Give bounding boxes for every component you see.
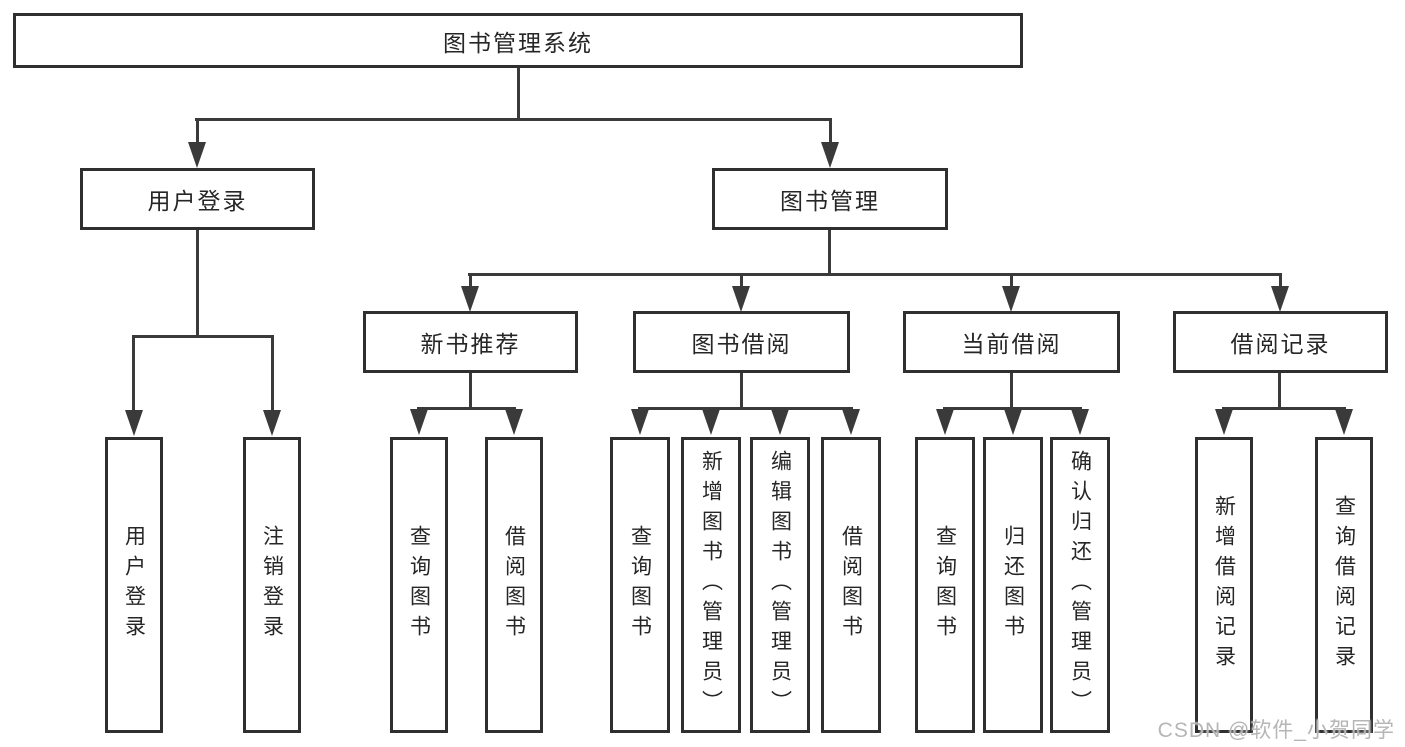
connector-line	[196, 118, 199, 146]
leaf-box-query-books-borrowing: 查询图书	[610, 437, 670, 733]
level3-box-borrowing-records: 借阅记录	[1173, 311, 1388, 373]
level3-label: 新书推荐	[420, 331, 521, 357]
arrow-down-icon	[1004, 409, 1022, 435]
leaf-box-logout: 注销登录	[243, 437, 301, 733]
connector-line	[1010, 373, 1013, 409]
connector-line	[132, 335, 274, 338]
leaf-label: 借阅图书	[839, 525, 863, 645]
leaf-label: 查询图书	[407, 525, 431, 645]
connector-line	[740, 373, 743, 409]
connector-line	[1010, 273, 1013, 289]
level3-box-new-book-recommend: 新书推荐	[363, 311, 578, 373]
connector-line	[271, 335, 274, 412]
connector-line	[740, 273, 743, 289]
connector-line	[196, 230, 199, 335]
leaf-box-return-books: 归还图书	[983, 437, 1043, 733]
leaf-label: 查询借阅记录	[1332, 495, 1356, 675]
connector-line	[469, 273, 472, 289]
leaf-box-add-books-admin: 新增图书（管理员）	[681, 437, 741, 733]
leaf-label: 编辑图书（管理员）	[768, 450, 792, 720]
level3-box-current-borrowing: 当前借阅	[903, 311, 1120, 373]
leaf-label: 借阅图书	[502, 525, 526, 645]
connector-line	[638, 407, 853, 410]
level2-box-book-management: 图书管理	[712, 168, 948, 230]
leaf-label: 查询图书	[933, 525, 957, 645]
connector-line	[132, 335, 135, 412]
leaf-label: 查询图书	[628, 525, 652, 645]
arrow-down-icon	[1071, 409, 1089, 435]
leaf-box-confirm-return-admin: 确认归还（管理员）	[1050, 437, 1110, 733]
connector-line	[417, 407, 516, 410]
arrow-down-icon	[1002, 286, 1020, 312]
root-label: 图书管理系统	[443, 29, 593, 56]
arrow-down-icon	[631, 409, 649, 435]
connector-line	[469, 373, 472, 409]
root-box-library-system: 图书管理系统	[13, 13, 1023, 68]
leaf-label: 归还图书	[1001, 525, 1025, 645]
leaf-label: 新增借阅记录	[1212, 495, 1236, 675]
arrow-down-icon	[461, 286, 479, 312]
arrow-down-icon	[732, 286, 750, 312]
level3-label: 当前借阅	[961, 331, 1062, 357]
arrow-down-icon	[1335, 409, 1353, 435]
leaf-label: 注销登录	[260, 525, 284, 645]
arrow-down-icon	[505, 409, 523, 435]
leaf-label: 确认归还（管理员）	[1068, 450, 1092, 720]
arrow-down-icon	[771, 409, 789, 435]
leaf-box-borrow-books-recommend: 借阅图书	[485, 437, 543, 733]
connector-line	[468, 273, 1282, 276]
connector-line	[943, 407, 1082, 410]
level3-label: 借阅记录	[1230, 331, 1331, 357]
connector-line	[1222, 407, 1346, 410]
level2-label: 用户登录	[147, 188, 248, 214]
leaf-box-borrow-books: 借阅图书	[821, 437, 881, 733]
arrow-down-icon	[1215, 409, 1233, 435]
connector-line	[1278, 373, 1281, 409]
leaf-box-add-borrow-record: 新增借阅记录	[1195, 437, 1253, 733]
connector-line	[195, 118, 832, 121]
leaf-box-edit-books-admin: 编辑图书（管理员）	[750, 437, 810, 733]
level3-box-book-borrowing: 图书借阅	[633, 311, 850, 373]
leaf-label: 用户登录	[122, 525, 146, 645]
level2-label: 图书管理	[780, 188, 880, 214]
connector-line	[828, 230, 831, 275]
arrow-down-icon	[821, 142, 839, 168]
arrow-down-icon	[702, 409, 720, 435]
level3-label: 图书借阅	[691, 331, 792, 357]
level2-box-user-login: 用户登录	[80, 168, 315, 230]
arrow-down-icon	[936, 409, 954, 435]
arrow-down-icon	[1271, 286, 1289, 312]
leaf-box-query-books-recommend: 查询图书	[390, 437, 448, 733]
leaf-box-query-books-current: 查询图书	[915, 437, 975, 733]
csdn-watermark: CSDN @软件_小贺同学	[1157, 719, 1395, 742]
leaf-box-query-borrow-record: 查询借阅记录	[1315, 437, 1373, 733]
connector-line	[517, 68, 520, 120]
arrow-down-icon	[842, 409, 860, 435]
arrow-down-icon	[125, 410, 143, 436]
connector-line	[829, 118, 832, 146]
leaf-box-user-login: 用户登录	[105, 437, 163, 733]
arrow-down-icon	[263, 410, 281, 436]
arrow-down-icon	[188, 142, 206, 168]
arrow-down-icon	[410, 409, 428, 435]
leaf-label: 新增图书（管理员）	[699, 450, 723, 720]
connector-line	[1279, 273, 1282, 289]
